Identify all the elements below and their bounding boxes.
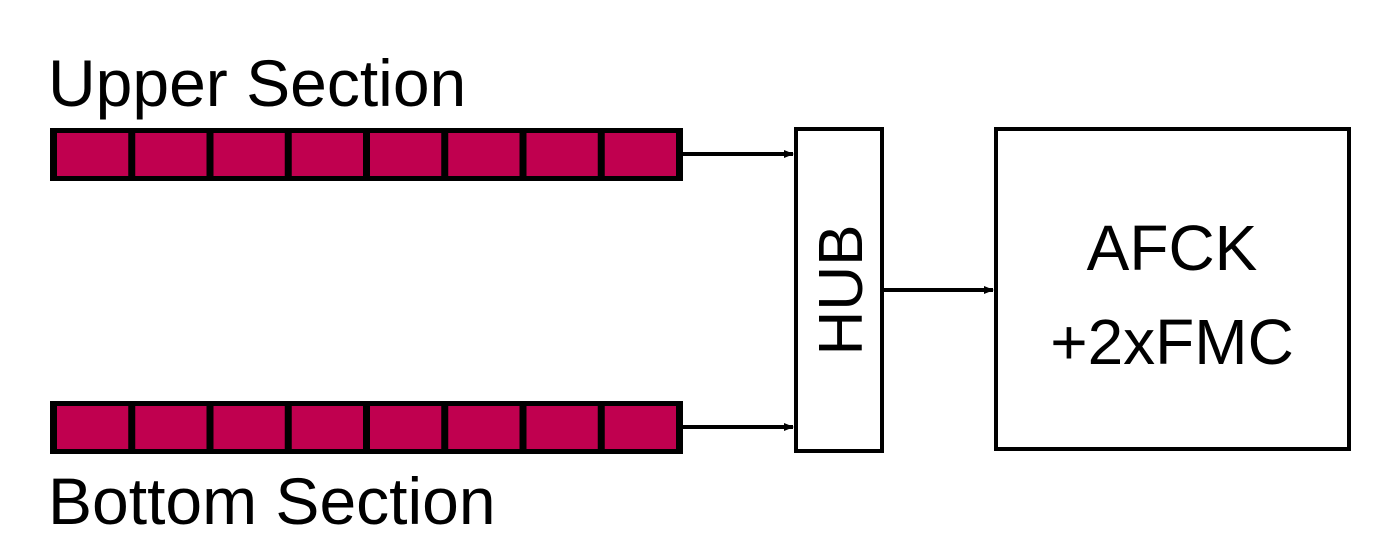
bottom-section-cell [213,406,285,449]
upper-section-cell [135,133,207,176]
afck-box [994,127,1351,451]
bottom-section-cell [135,406,207,449]
bottom-section-cell [526,406,598,449]
afck-label-line1: AFCK [1087,212,1258,284]
upper-section-cell [604,133,676,176]
bottom-section-label: Bottom Section [48,464,496,538]
upper-section-cell [370,133,442,176]
hub-label: HUB [807,225,876,356]
bottom-section-strip [50,401,683,454]
hub-box [794,127,884,453]
upper-section-cell [448,133,520,176]
bottom-section-cell [370,406,442,449]
bottom-section-cell [57,406,129,449]
upper-section-cell [526,133,598,176]
upper-section-label: Upper Section [48,46,466,120]
afck-label-line2: +2xFMC [1050,306,1294,378]
upper-section-cell [213,133,285,176]
bottom-section-cell [448,406,520,449]
upper-section-cell [57,133,129,176]
bottom-section-cell [291,406,363,449]
bottom-section-cell [604,406,676,449]
upper-section-cell [291,133,363,176]
upper-section-strip [50,128,683,181]
